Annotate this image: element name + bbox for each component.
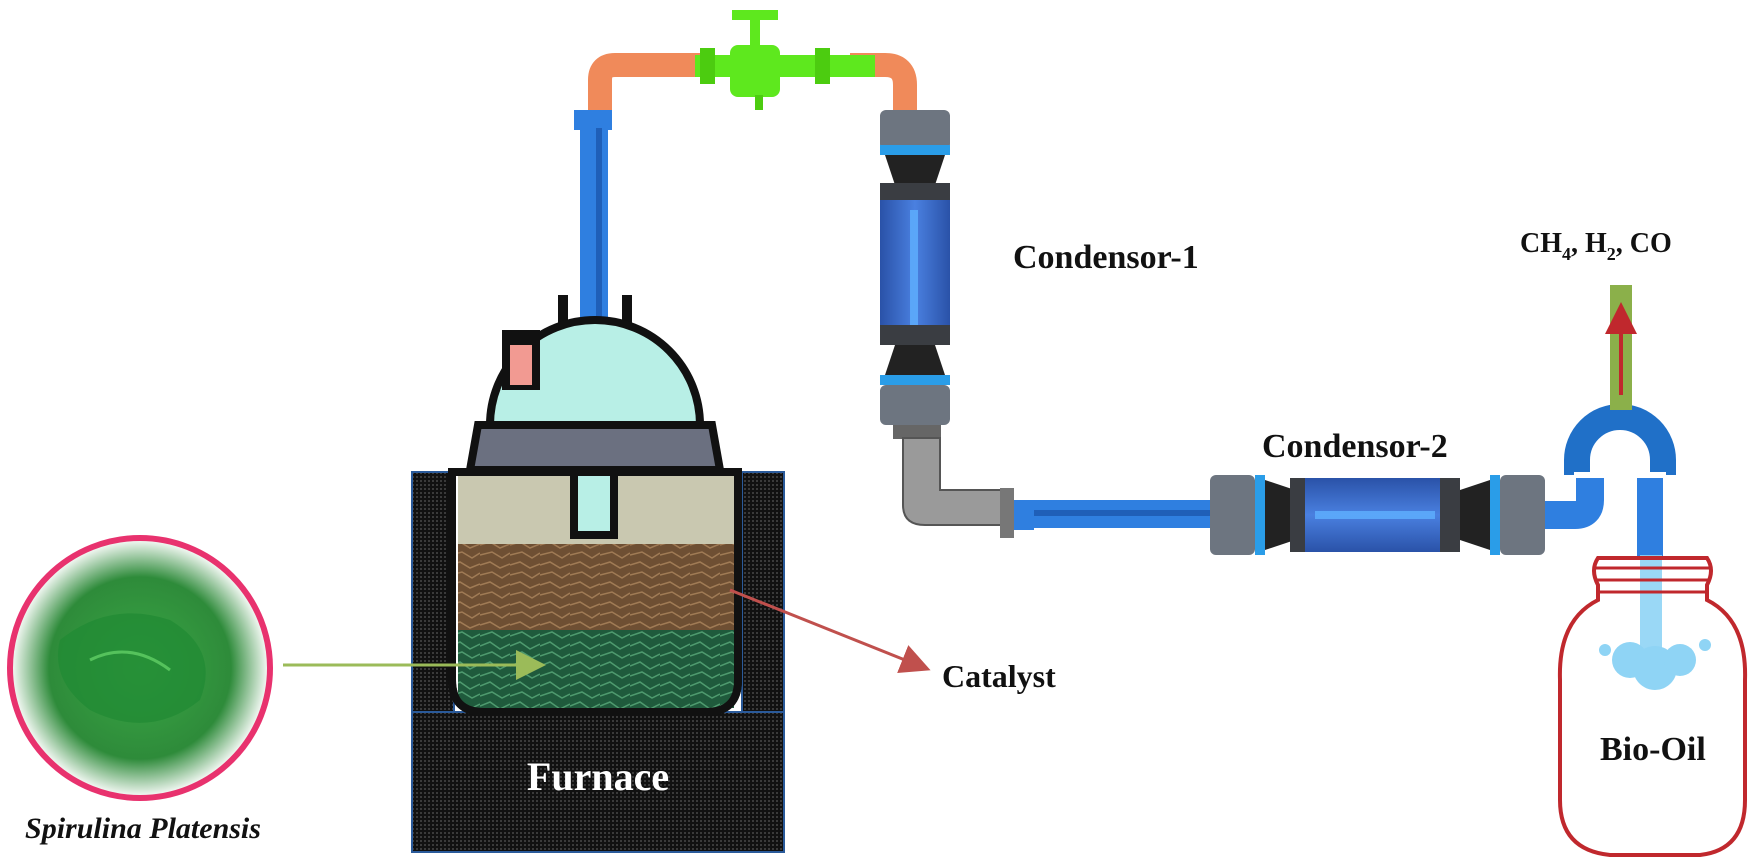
spirulina-sample (7, 535, 273, 801)
reactor (448, 295, 742, 716)
elbow-pipe (893, 425, 1214, 538)
gas-ch: CH (1520, 228, 1562, 259)
gas-h: , H (1571, 228, 1607, 259)
condenser-2 (1210, 475, 1545, 555)
condenser-1 (880, 110, 950, 425)
top-pipe (574, 53, 917, 328)
catalyst-label: Catalyst (942, 658, 1056, 694)
condensor-2-label: Condensor-2 (1262, 428, 1448, 465)
furnace-label: Furnace (527, 754, 669, 799)
gas-ch-sub: 4 (1562, 244, 1571, 264)
condensor-1-label: Condensor-1 (1013, 239, 1199, 276)
furnace (411, 471, 785, 853)
gas-co: , CO (1616, 228, 1672, 259)
outlet-pipe (1545, 285, 1676, 558)
bio-oil-label: Bio-Oil (1600, 731, 1706, 768)
catalyst-arrow (729, 588, 931, 674)
gas-products-label: CH4, H2, CO (1520, 228, 1672, 264)
valve-icon (695, 10, 875, 110)
feedstock-label: Spirulina Platensis (25, 812, 261, 845)
bio-oil-jar (1557, 555, 1748, 857)
gas-h-sub: 2 (1607, 244, 1616, 264)
